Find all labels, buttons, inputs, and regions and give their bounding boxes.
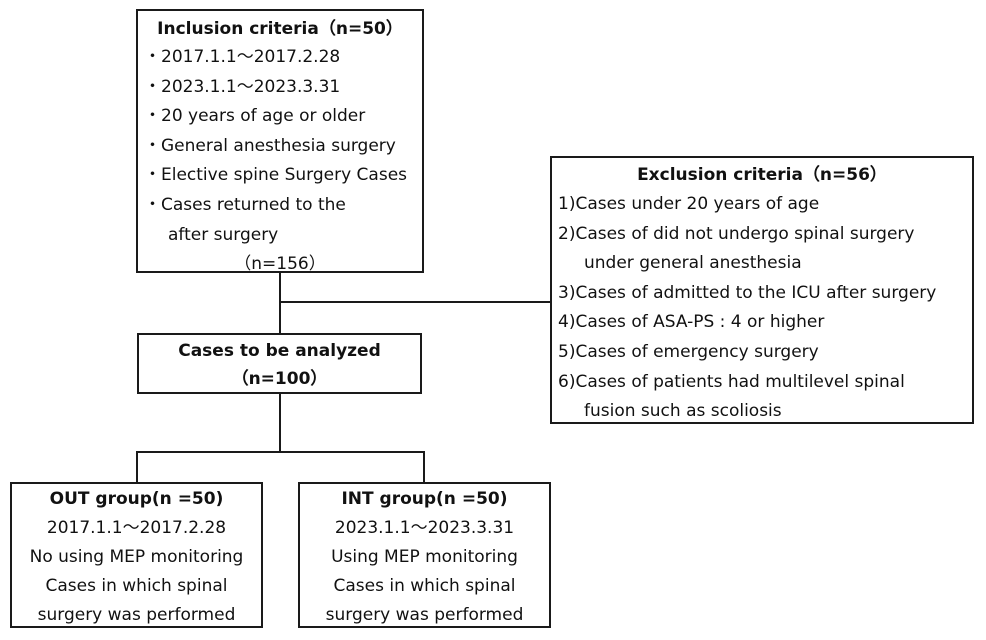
inclusion-item: ・General anesthesia surgery bbox=[144, 135, 396, 156]
connector-to-int-group bbox=[423, 451, 425, 482]
inclusion-item-continuation: after surgery bbox=[168, 224, 279, 245]
int-group-line: Cases in which spinal bbox=[333, 576, 516, 596]
analyzed-title: Cases to be analyzed bbox=[178, 341, 381, 361]
connector-analyzed-down bbox=[279, 394, 281, 452]
int-group-line: Using MEP monitoring bbox=[331, 547, 518, 567]
int-group-box: INT group(n =50) 2023.1.1～2023.3.31 Usin… bbox=[298, 482, 551, 628]
exclusion-item: 5)Cases of emergency surgery bbox=[558, 341, 819, 362]
exclusion-title: Exclusion criteria（n=56） bbox=[637, 165, 887, 185]
inclusion-item: ・20 years of age or older bbox=[144, 106, 366, 127]
exclusion-item-continuation: fusion such as scoliosis bbox=[584, 401, 782, 422]
connector-to-exclusion bbox=[279, 301, 550, 303]
exclusion-item: 2)Cases of did not undergo spinal surger… bbox=[558, 223, 915, 244]
out-group-line: Cases in which spinal bbox=[45, 576, 228, 596]
out-group-title: OUT group(n =50) bbox=[49, 489, 224, 509]
out-group-line: No using MEP monitoring bbox=[29, 547, 244, 567]
out-group-line: surgery was performed bbox=[37, 605, 236, 625]
int-group-title: INT group(n =50) bbox=[341, 489, 508, 509]
out-group-line: 2017.1.1～2017.2.28 bbox=[46, 518, 227, 538]
exclusion-item-continuation: under general anesthesia bbox=[584, 253, 802, 274]
inclusion-item: ・Elective spine Surgery Cases bbox=[144, 165, 408, 186]
inclusion-count: （n=156） bbox=[234, 254, 326, 275]
inclusion-title: Inclusion criteria（n=50） bbox=[157, 19, 403, 39]
inclusion-item: ・2017.1.1～2017.2.28 bbox=[144, 47, 341, 67]
inclusion-criteria-box: Inclusion criteria（n=50） ・2017.1.1～2017.… bbox=[136, 9, 424, 274]
analyzed-cases-box: Cases to be analyzed （n=100） bbox=[137, 333, 422, 394]
connector-inclusion-to-analyzed bbox=[279, 273, 281, 333]
exclusion-item: 6)Cases of patients had multilevel spina… bbox=[558, 371, 905, 392]
int-group-line: 2023.1.1～2023.3.31 bbox=[334, 518, 515, 538]
connector-to-out-group bbox=[136, 451, 138, 482]
exclusion-criteria-box: Exclusion criteria（n=56） 1)Cases under 2… bbox=[550, 156, 974, 424]
exclusion-item: 3)Cases of admitted to the ICU after sur… bbox=[558, 282, 937, 303]
inclusion-item: ・2023.1.1～2023.3.31 bbox=[144, 76, 341, 97]
connector-split bbox=[136, 451, 425, 453]
int-group-line: surgery was performed bbox=[325, 605, 524, 625]
out-group-box: OUT group(n =50) 2017.1.1～2017.2.28 No u… bbox=[10, 482, 263, 628]
exclusion-item: 4)Cases of ASA-PS : 4 or higher bbox=[558, 312, 825, 333]
exclusion-item: 1)Cases under 20 years of age bbox=[558, 194, 820, 214]
analyzed-count: （n=100） bbox=[231, 369, 328, 389]
inclusion-item: ・Cases returned to the bbox=[144, 194, 346, 215]
